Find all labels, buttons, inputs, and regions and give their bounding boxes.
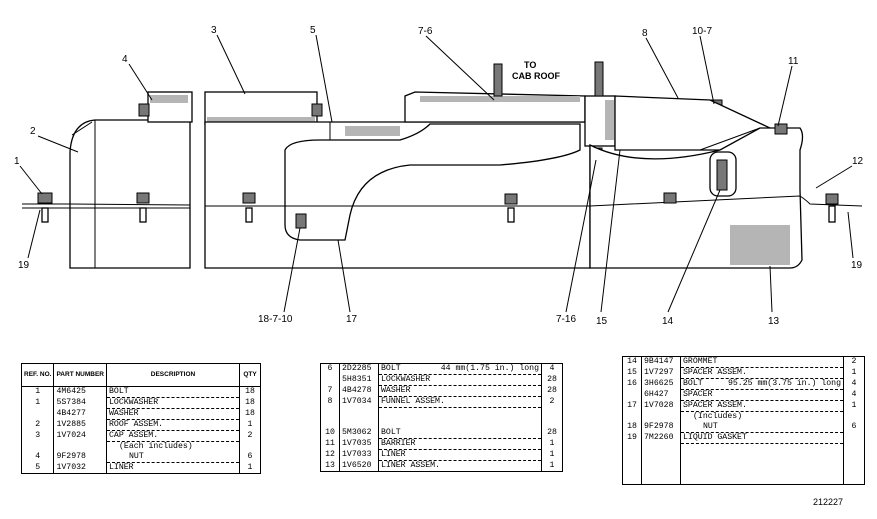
note-to: TO [524, 60, 536, 70]
callout-15: 15 [596, 316, 608, 327]
callout-12: 12 [852, 156, 864, 167]
table-row [622, 454, 865, 464]
exploded-parts-drawing: 1 2 3 4 5 7-6 TO CAB ROOF 8 10-7 11 12 1… [14, 25, 864, 327]
table-row: (Each includes) [20, 441, 261, 452]
table-row [622, 464, 865, 474]
roof-assembly-left [69, 119, 191, 269]
table-row [622, 443, 865, 454]
callout-19-right: 19 [851, 260, 863, 271]
flange-bolts [37, 192, 839, 223]
table-row [320, 418, 563, 428]
note-cab-roof: CAB ROOF [512, 71, 560, 81]
barrier-right [589, 123, 804, 269]
mounting-flange [22, 195, 863, 209]
callout-4: 4 [122, 54, 128, 65]
callout-19-left: 19 [18, 260, 30, 271]
callout-14: 14 [662, 316, 674, 327]
cap-assembly-left [138, 91, 193, 123]
callout-5: 5 [310, 25, 316, 36]
table-row: (Includes) [622, 411, 865, 422]
callout-7-16: 7-16 [556, 314, 576, 325]
col-ref-no: REF. NO. [20, 363, 54, 387]
callout-18-7-10: 18-7-10 [258, 314, 293, 325]
col-qty: QTY [239, 363, 261, 387]
table-row [320, 407, 563, 418]
table-header-row: REF. NO. PART NUMBER DESCRIPTION QTY [20, 363, 261, 387]
col-part-number: PART NUMBER [53, 363, 107, 387]
callout-3: 3 [211, 25, 217, 36]
callout-1: 1 [14, 156, 20, 167]
spacer-assembly [284, 123, 581, 241]
callout-8: 8 [642, 28, 648, 39]
col-description: DESCRIPTION [106, 363, 240, 387]
callout-17: 17 [346, 314, 358, 325]
callout-10-7: 10-7 [692, 26, 712, 37]
callout-11: 11 [788, 56, 799, 67]
drawing-number: 212227 [813, 497, 844, 507]
cap-assembly-center [204, 91, 323, 125]
callout-2: 2 [30, 126, 36, 137]
callout-7-6: 7-6 [418, 26, 433, 37]
callout-labels: 1 2 3 4 5 7-6 TO CAB ROOF 8 10-7 11 12 1… [14, 25, 864, 327]
leader-lines [19, 34, 854, 313]
callout-13: 13 [768, 316, 780, 327]
table-row [622, 474, 865, 485]
